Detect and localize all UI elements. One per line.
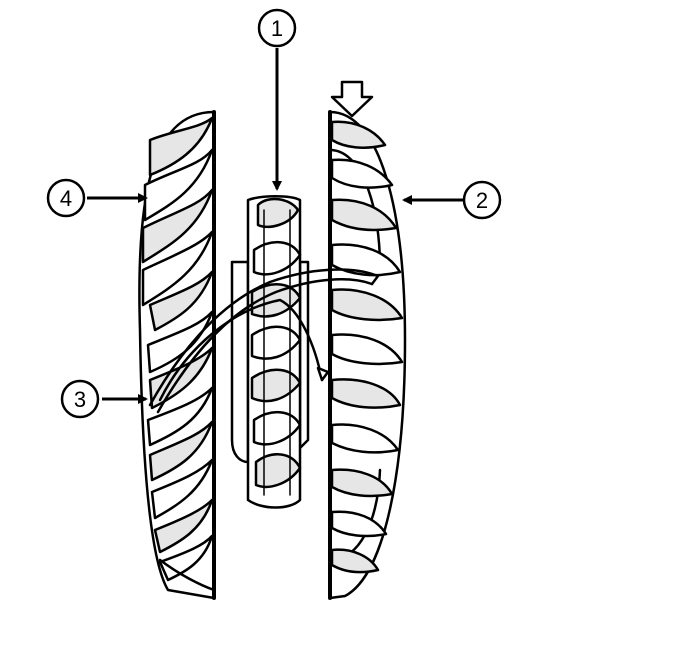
- callout-leaders: [87, 48, 464, 404]
- callout-1: 1: [257, 8, 297, 48]
- callout-2: 2: [462, 180, 502, 220]
- callout-2-number: 2: [476, 188, 488, 213]
- callout-4-number: 4: [60, 186, 72, 211]
- fluid-flow-path: [148, 268, 380, 414]
- center-stator: [230, 195, 310, 509]
- right-impeller-assembly: [328, 110, 407, 600]
- callout-4: 4: [46, 178, 86, 218]
- hollow-down-arrow-icon: [330, 80, 374, 118]
- callout-1-number: 1: [271, 16, 283, 41]
- callout-3-number: 3: [74, 387, 86, 412]
- left-turbine-assembly: [138, 110, 216, 600]
- callout-3: 3: [60, 379, 100, 419]
